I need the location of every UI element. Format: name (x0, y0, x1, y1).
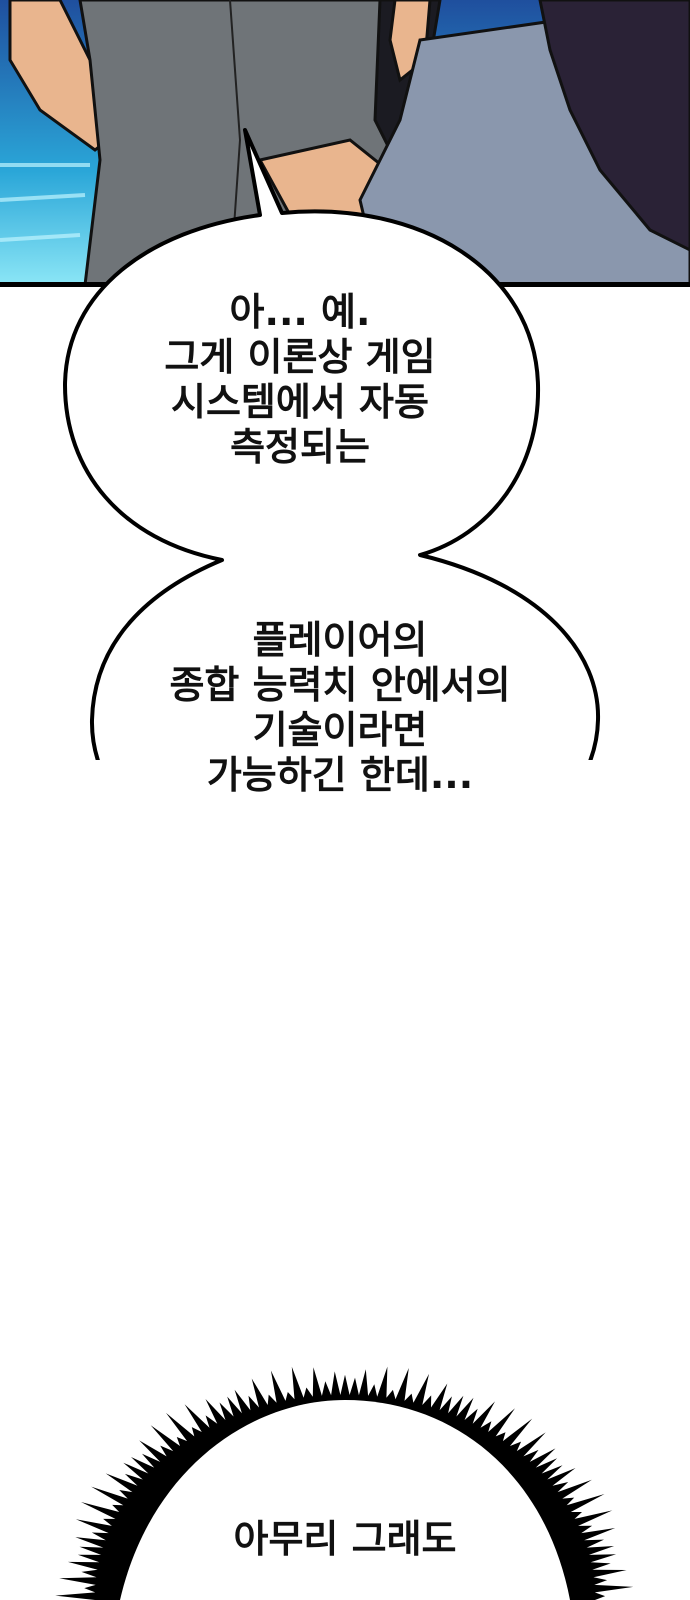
comic-panel-illustration (0, 0, 690, 287)
bubble2-line-1: 플레이어의 (252, 618, 428, 662)
shout-bubble (55, 1366, 634, 1600)
bubble1-line-2: 그게 이론상 게임 (164, 335, 436, 379)
character-hair (538, 0, 690, 252)
speech-bubble-double (63, 128, 601, 760)
bubble1-line-3: 시스템에서 자동 (171, 380, 429, 424)
bubble1-line-1: 아... 예. (229, 290, 371, 334)
bubble2-line-2: 종합 능력치 안에서의 (169, 663, 511, 707)
shout-bubble-text: 아무리 그래도 (195, 1517, 495, 1562)
bubble2-line-4: 가능하긴 한데... (206, 753, 474, 797)
speech-bubble-2-text: 플레이어의 종합 능력치 안에서의 기술이라면 가능하긴 한데... (145, 618, 535, 798)
speech-bubble-1-text: 아... 예. 그게 이론상 게임 시스템에서 자동 측정되는 (150, 290, 450, 470)
bubble2-line-3: 기술이라면 (252, 708, 428, 752)
bubble1-line-4: 측정되는 (230, 425, 370, 469)
bubble3-line-1: 아무리 그래도 (233, 1517, 457, 1561)
